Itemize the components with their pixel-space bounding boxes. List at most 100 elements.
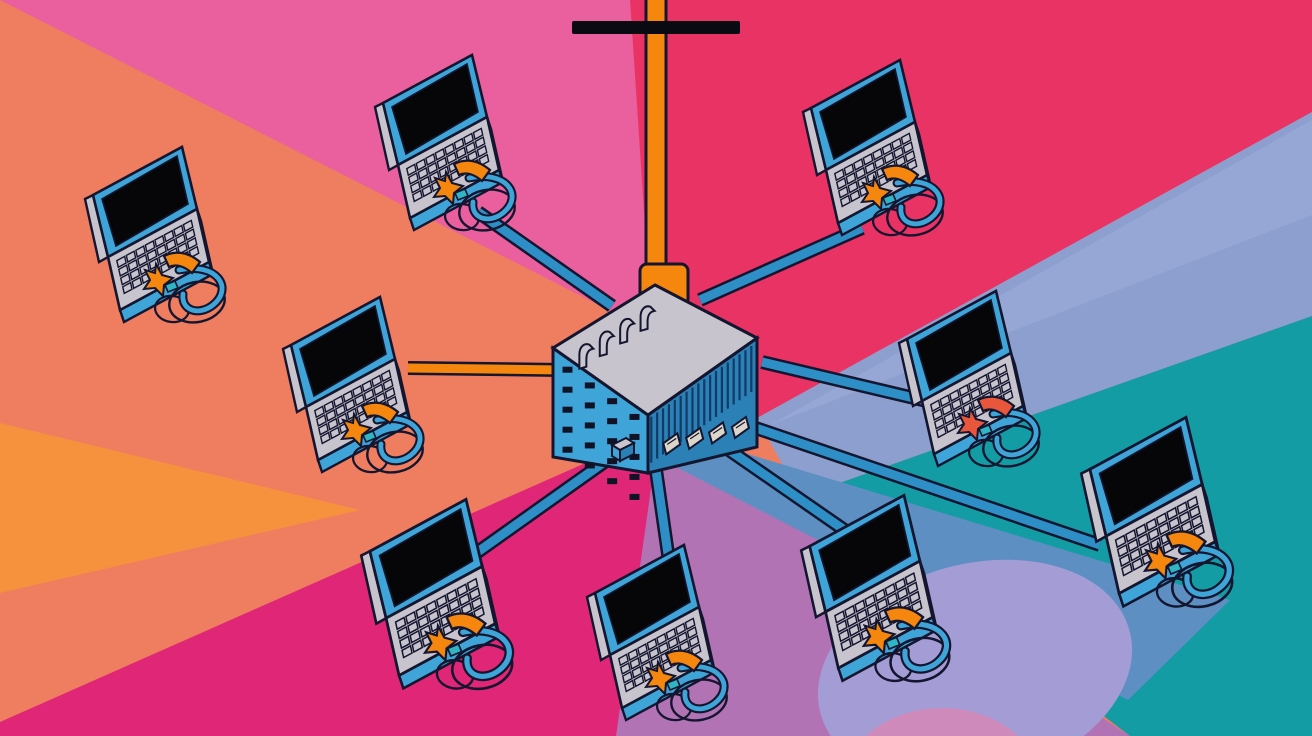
keyboard-key bbox=[401, 644, 413, 659]
keyboard-key bbox=[874, 156, 885, 170]
keyboard-key bbox=[1188, 505, 1201, 519]
cable-switch-to-laptop-top-right bbox=[697, 221, 865, 307]
keyboard-key bbox=[352, 384, 363, 398]
keyboard-key bbox=[855, 166, 866, 180]
keyboard-key bbox=[684, 617, 696, 631]
keyboard-key bbox=[987, 368, 999, 382]
keyboard-key bbox=[1114, 534, 1127, 549]
laptop-node-bottom-right bbox=[799, 493, 952, 683]
switch-port-detail bbox=[666, 437, 677, 445]
keyboard-key bbox=[453, 137, 465, 151]
switch-foot-side bbox=[619, 441, 635, 463]
switch-wire-clip bbox=[619, 317, 637, 345]
keyboard-key bbox=[154, 234, 165, 248]
keyboard-key bbox=[617, 653, 629, 667]
keyboard-key bbox=[977, 373, 989, 387]
switch-top-face bbox=[550, 283, 760, 417]
cable-switch-to-laptop-bottom-left bbox=[467, 452, 615, 562]
keyboard-key bbox=[868, 612, 881, 627]
keyboard-key bbox=[1121, 562, 1133, 577]
keyboard-key bbox=[186, 236, 198, 250]
cable-band-loop bbox=[678, 664, 727, 712]
switch-vent-hole bbox=[562, 406, 573, 413]
keyboard-key bbox=[315, 414, 327, 427]
laptop-node-mid-left bbox=[281, 295, 425, 474]
keyboard-key bbox=[427, 161, 438, 175]
keyboard-key bbox=[417, 614, 430, 629]
keyboard-key bbox=[833, 168, 845, 182]
keyboard-key bbox=[906, 581, 919, 595]
cable-band-loop bbox=[466, 174, 515, 222]
keyboard-key bbox=[931, 408, 943, 421]
keyboard-key bbox=[656, 632, 667, 646]
keyboard-key bbox=[866, 603, 878, 617]
keyboard-key bbox=[407, 172, 419, 185]
keyboard-key bbox=[929, 399, 941, 413]
cable-switch-to-laptop-mid-left bbox=[407, 361, 563, 377]
cable-connector-arc bbox=[452, 159, 492, 183]
keyboard-key bbox=[970, 387, 981, 401]
keyboard-key bbox=[979, 382, 991, 396]
keyboard-key bbox=[448, 598, 461, 613]
switch-wire-clip bbox=[578, 343, 596, 370]
keyboard-key bbox=[883, 151, 895, 165]
cable-band-loop bbox=[990, 410, 1039, 458]
cable-connector-arc bbox=[1165, 530, 1208, 556]
laptop-screen bbox=[378, 507, 474, 608]
keyboard-key bbox=[862, 152, 874, 166]
keyboard-key bbox=[468, 587, 481, 601]
keyboard-key bbox=[465, 141, 477, 155]
keyboard-key bbox=[1186, 495, 1199, 510]
switch-vent-hole bbox=[562, 386, 573, 393]
keyboard-key bbox=[949, 389, 960, 402]
laptop-screen bbox=[101, 154, 189, 248]
cable-connector-arc bbox=[976, 395, 1016, 419]
keyboard-key bbox=[1157, 521, 1170, 536]
keyboard-key bbox=[129, 267, 141, 281]
keyboard-key bbox=[1127, 538, 1139, 553]
cable-connector-arc bbox=[445, 612, 488, 638]
keyboard-key bbox=[989, 377, 1001, 391]
keyboard-key bbox=[686, 626, 698, 640]
keyboard-key bbox=[476, 144, 488, 158]
keyboard-key bbox=[409, 629, 422, 644]
cable-plug bbox=[977, 423, 994, 438]
keyboard-key bbox=[317, 422, 329, 436]
keyboard-key bbox=[874, 588, 886, 603]
cable-plug bbox=[881, 192, 898, 207]
keyboard-key bbox=[853, 158, 864, 171]
keyboard-key bbox=[650, 655, 662, 669]
keyboard-key bbox=[444, 142, 455, 156]
keyboard-key bbox=[329, 426, 341, 440]
keyboard-key bbox=[411, 189, 423, 203]
keyboard-key bbox=[646, 637, 658, 651]
keyboard-key bbox=[456, 583, 469, 598]
switch-vent-hole bbox=[562, 446, 573, 453]
keyboard-key bbox=[886, 592, 899, 606]
keyboard-key bbox=[902, 141, 914, 155]
laptop-screen bbox=[818, 503, 912, 602]
keyboard-key bbox=[854, 599, 866, 613]
keyboard-key bbox=[415, 605, 428, 620]
keyboard-key bbox=[850, 632, 862, 647]
keyboard-key bbox=[173, 224, 185, 238]
keyboard-key bbox=[658, 641, 669, 655]
keyboard-key bbox=[904, 572, 917, 586]
keyboard-key bbox=[958, 383, 970, 397]
keyboard-key bbox=[1176, 501, 1189, 516]
bg-pink-ray-top bbox=[0, 0, 652, 332]
keyboard-key bbox=[621, 670, 633, 684]
keyboard-key bbox=[637, 643, 648, 656]
switch-vent-hole bbox=[607, 418, 618, 425]
keyboard-key bbox=[864, 161, 876, 175]
keyboard-key bbox=[896, 586, 909, 601]
switch-vent-hole bbox=[607, 438, 618, 445]
keyboard-key bbox=[941, 402, 953, 416]
keyboard-key bbox=[446, 588, 458, 603]
keyboard-key bbox=[472, 127, 484, 141]
keyboard-key bbox=[407, 620, 419, 635]
keyboard-key bbox=[371, 374, 383, 388]
switch-vent-hole bbox=[629, 473, 640, 480]
keyboard-key bbox=[466, 577, 479, 592]
keyboard-key bbox=[845, 171, 857, 185]
